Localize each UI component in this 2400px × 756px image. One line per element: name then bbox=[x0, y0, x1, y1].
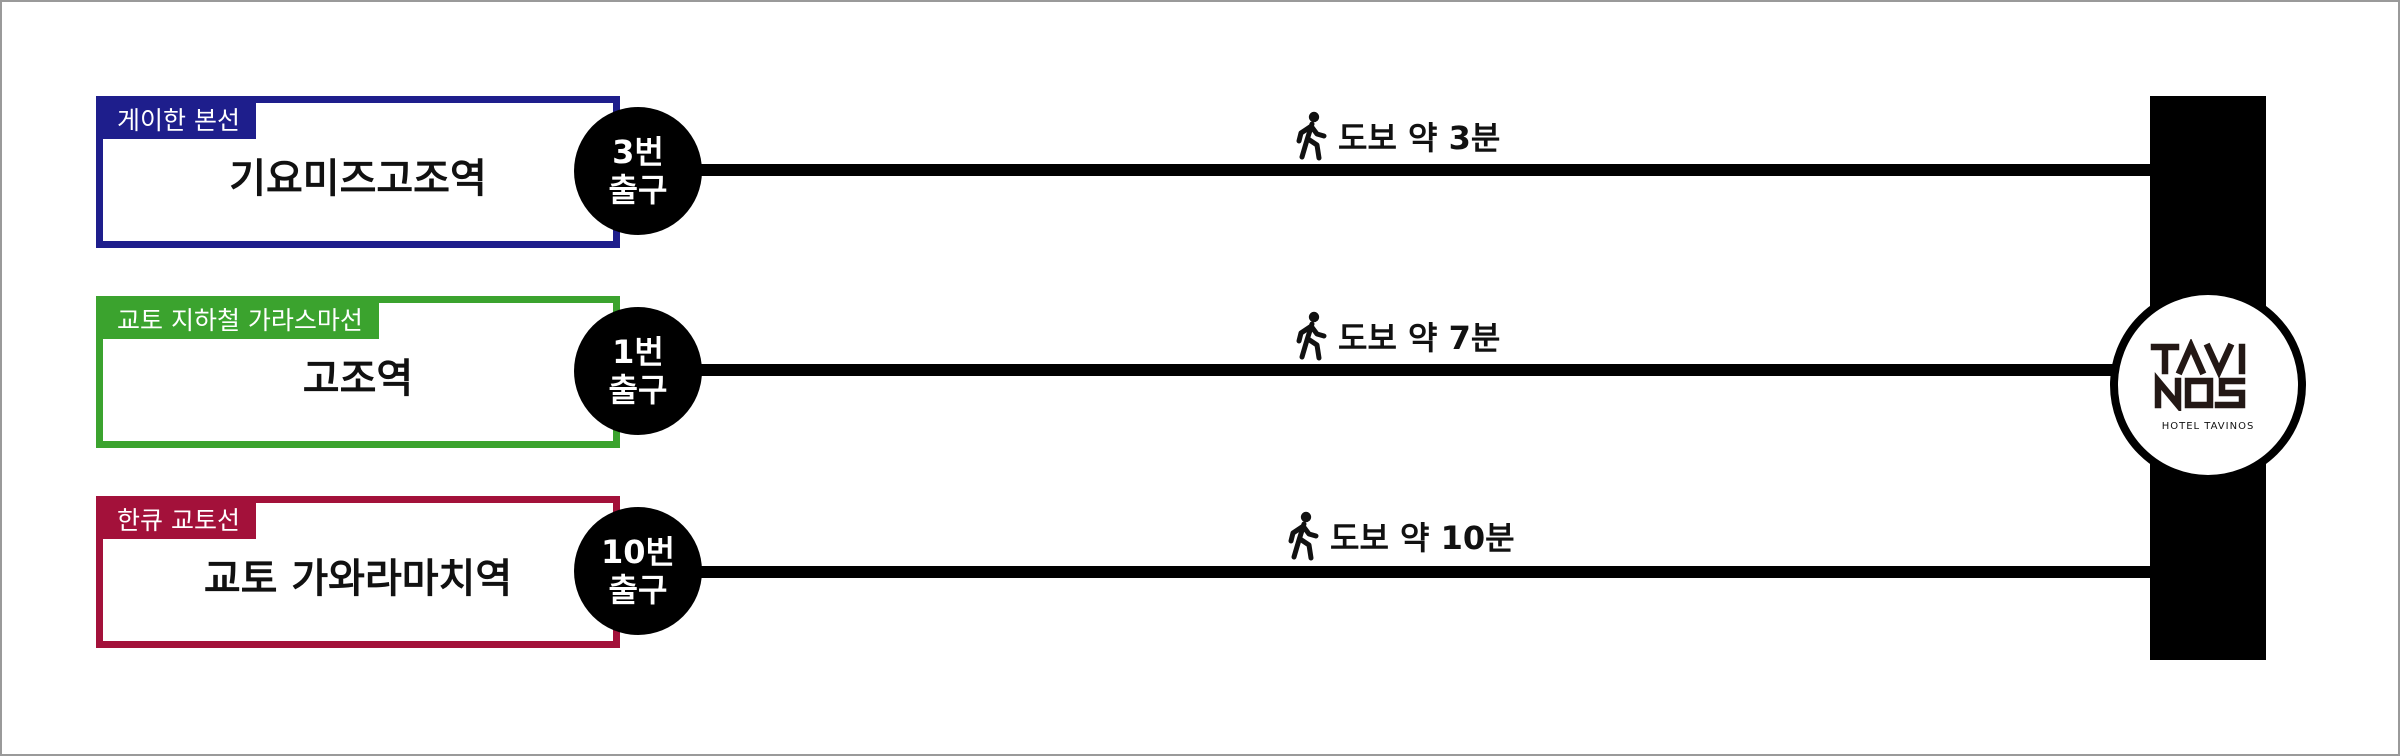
hotel-marker: HOTEL TAVINOS bbox=[2110, 287, 2306, 483]
exit-number: 1번 bbox=[612, 333, 664, 371]
station-name-kiyomizu-gojo: 기요미즈고조역 bbox=[229, 156, 487, 202]
walk-route-line bbox=[680, 164, 2150, 176]
walk-time-text: 도보 약 7분 bbox=[1338, 319, 1501, 357]
walk-route-line bbox=[680, 566, 2150, 578]
walk-time-label: 도보 약 10분 bbox=[1286, 511, 1515, 561]
line-tag-karasuma: 교토 지하철 가라스마선 bbox=[103, 303, 379, 339]
walking-person-icon bbox=[1294, 311, 1328, 361]
hotel-name: HOTEL TAVINOS bbox=[2161, 420, 2255, 432]
station-name-gojo: 고조역 bbox=[302, 356, 414, 402]
walk-time-text: 도보 약 10분 bbox=[1330, 519, 1515, 557]
exit-number: 3번 bbox=[612, 133, 664, 171]
walk-time-label: 도보 약 3분 bbox=[1294, 111, 1500, 161]
station-box-hankyu: 한큐 교토선 교토 가와라마치역 bbox=[96, 496, 620, 648]
walking-person-icon bbox=[1294, 111, 1328, 161]
line-tag-hankyu: 한큐 교토선 bbox=[103, 503, 256, 539]
exit-label: 출구 bbox=[608, 171, 668, 209]
tavinos-logo bbox=[2150, 337, 2266, 415]
exit-label: 출구 bbox=[608, 371, 668, 409]
exit-label: 출구 bbox=[608, 571, 668, 609]
station-box-karasuma: 교토 지하철 가라스마선 고조역 bbox=[96, 296, 620, 448]
walking-person-icon bbox=[1286, 511, 1320, 561]
exit-badge: 10번 출구 bbox=[574, 507, 702, 635]
walk-route-line bbox=[680, 364, 2120, 376]
exit-badge: 3번 출구 bbox=[574, 107, 702, 235]
station-name-kyoto-kawaramachi: 교토 가와라마치역 bbox=[203, 556, 513, 602]
exit-number: 10번 bbox=[601, 533, 675, 571]
station-box-keihan: 게이한 본선 기요미즈고조역 bbox=[96, 96, 620, 248]
line-tag-keihan: 게이한 본선 bbox=[103, 103, 256, 139]
exit-badge: 1번 출구 bbox=[574, 307, 702, 435]
walk-time-label: 도보 약 7분 bbox=[1294, 311, 1500, 361]
walk-time-text: 도보 약 3분 bbox=[1338, 119, 1501, 157]
